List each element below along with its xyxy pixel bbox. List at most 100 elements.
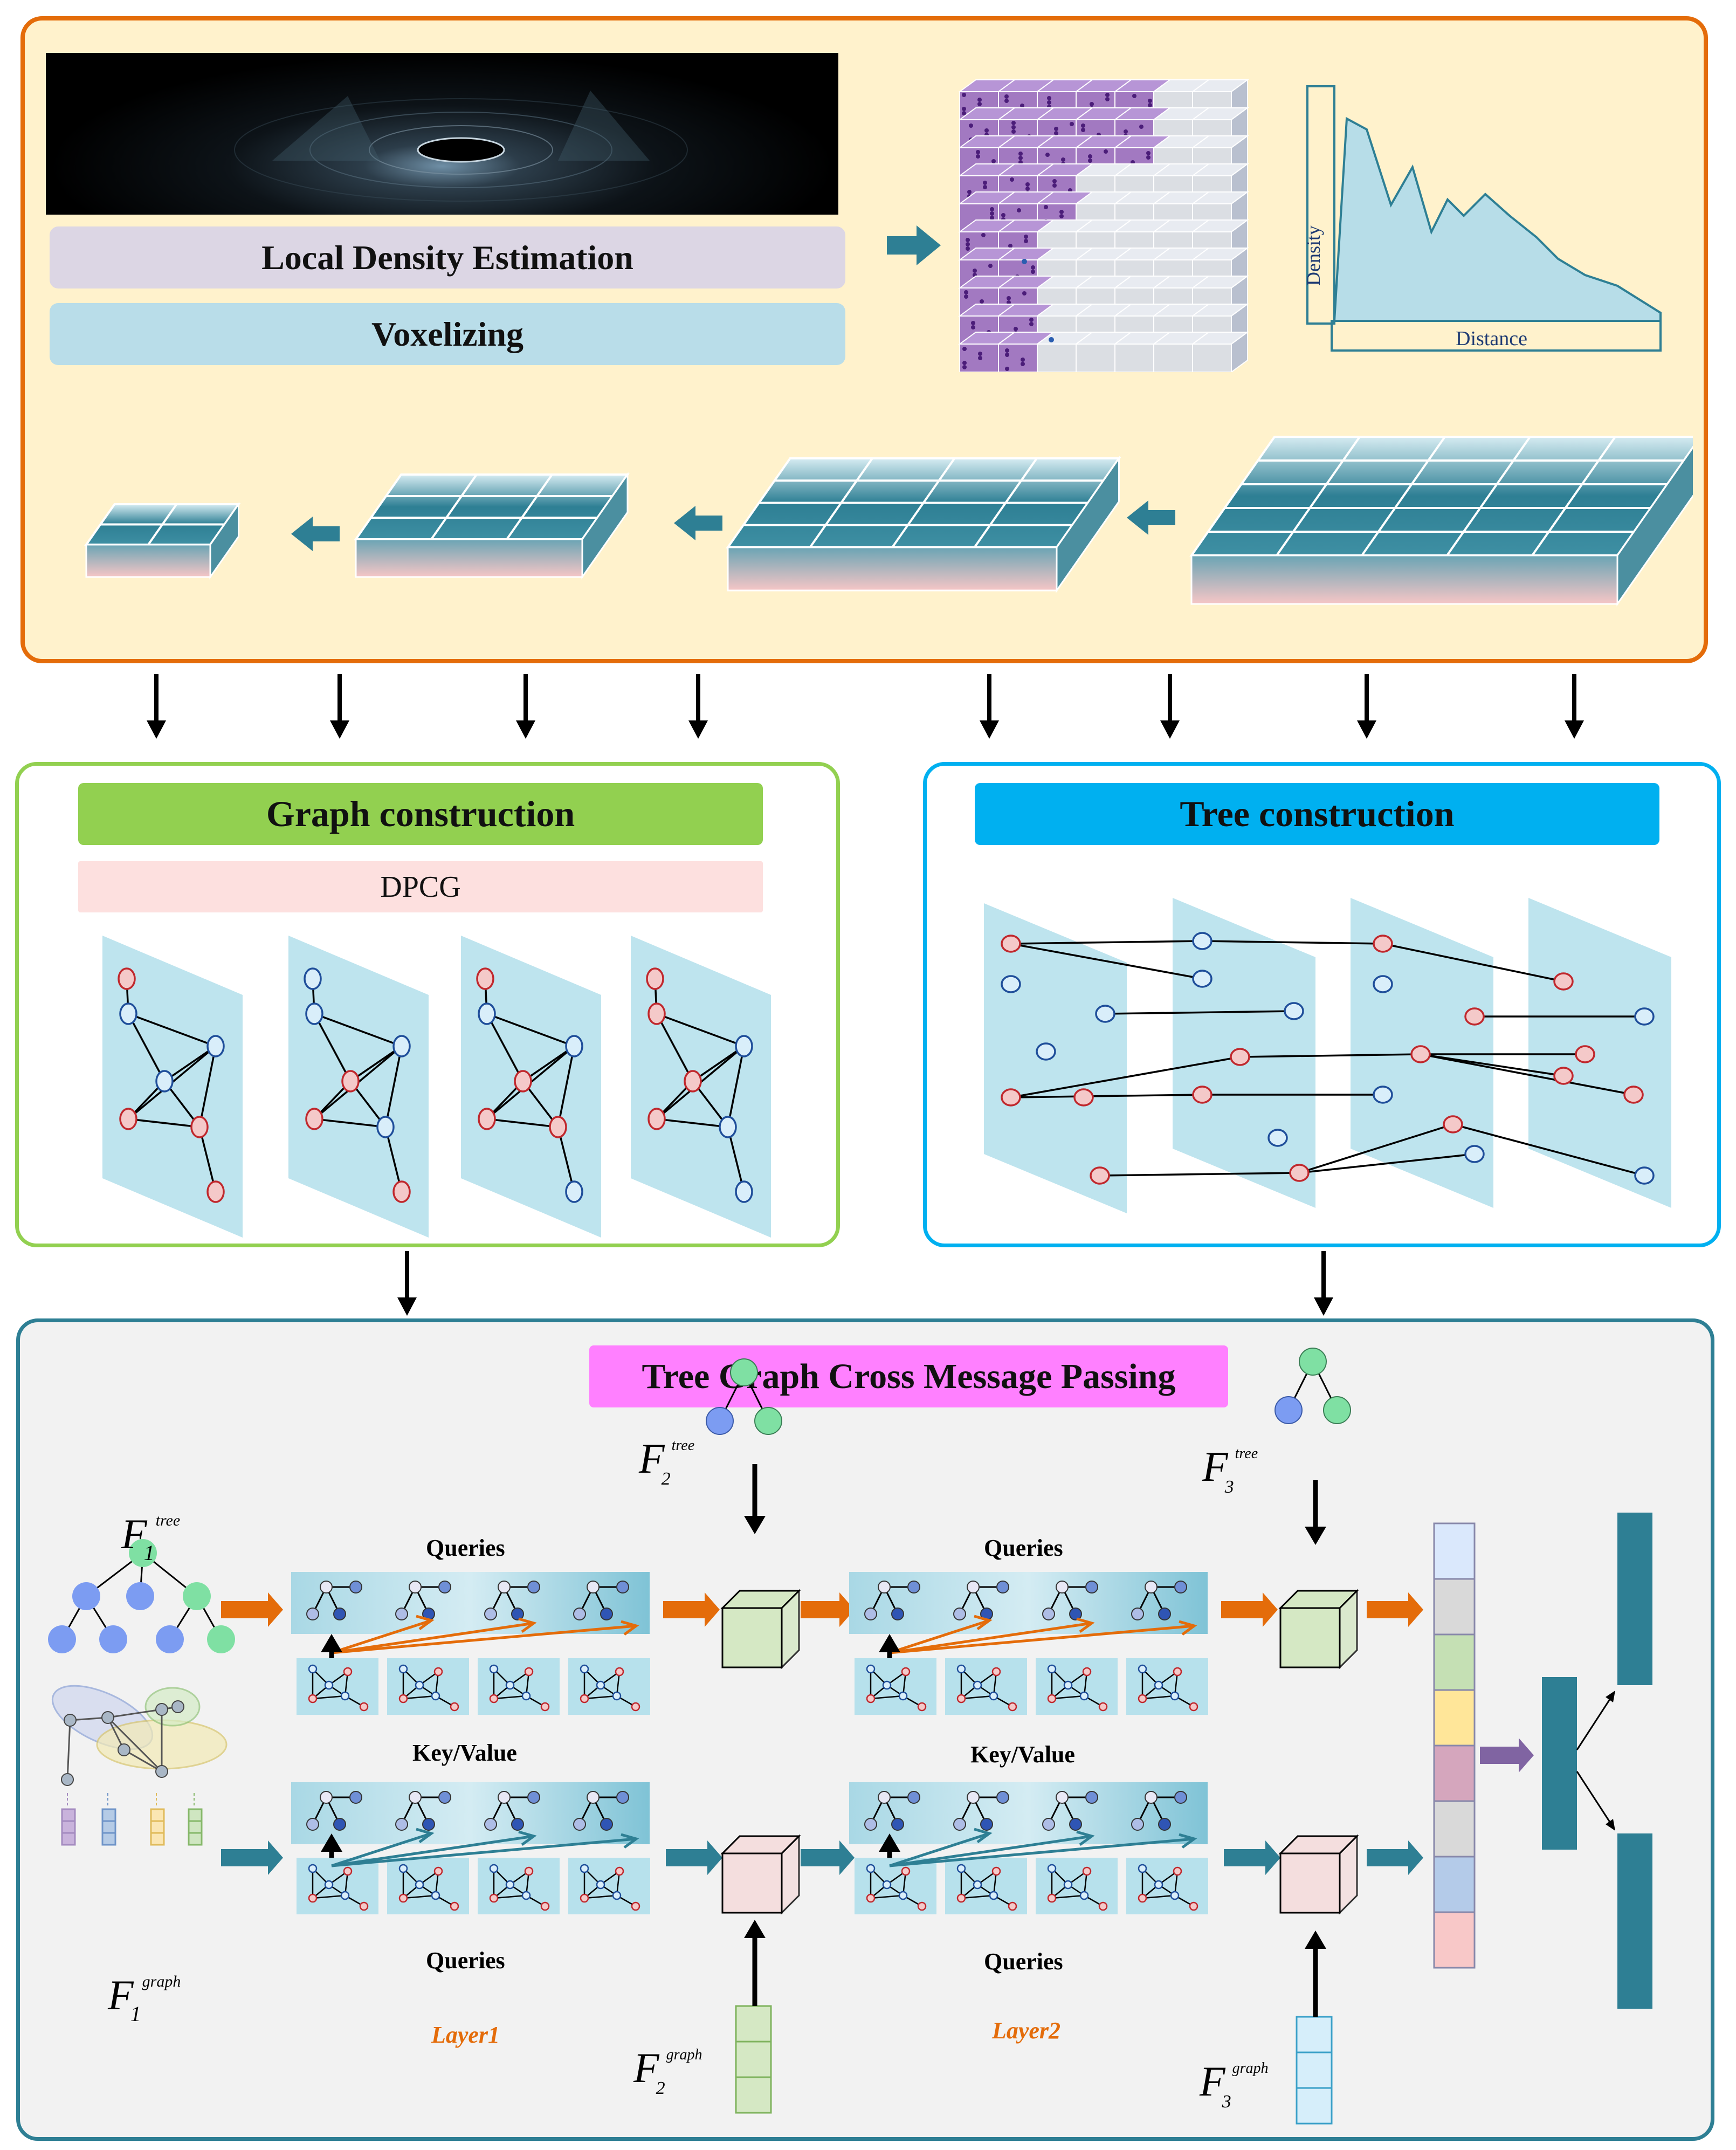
graph-node [1063, 1880, 1073, 1890]
node-red [206, 1180, 225, 1203]
graph-node [521, 1691, 531, 1701]
tree-node [99, 1625, 127, 1653]
tree-node [891, 1608, 904, 1620]
graph-feature-stack [735, 2005, 772, 2043]
node-red [549, 1116, 567, 1138]
queries-label-1: Queries [426, 1535, 505, 1561]
tree-node [156, 1625, 184, 1653]
graph-node [956, 1694, 966, 1703]
tree-node [72, 1582, 100, 1610]
tree-arrow [801, 1592, 855, 1627]
graph-node [991, 1866, 1001, 1876]
graph-node [343, 1866, 353, 1876]
tree-node [1174, 1581, 1187, 1593]
tree-node [1145, 1581, 1158, 1593]
node-red [1623, 1086, 1644, 1104]
graph-node [1082, 1667, 1092, 1677]
graph-node [866, 1893, 876, 1903]
dpcg-label: DPCG [78, 861, 763, 912]
node-red [1443, 1115, 1463, 1134]
layer2-label: Layer2 [992, 2017, 1061, 2044]
feature-vector [61, 1832, 76, 1846]
tree-node [349, 1581, 362, 1593]
tree-node [996, 1581, 1009, 1593]
voxel-slab-4 [1189, 436, 1693, 607]
node-red [476, 967, 494, 990]
concat-feature-cell [1433, 1522, 1476, 1580]
node-blue [735, 1180, 753, 1203]
feature-vector [150, 1820, 165, 1834]
graph-node [450, 1702, 459, 1712]
node-red [119, 1108, 137, 1130]
cross-message-passing-panel [16, 1318, 1714, 2141]
cross-message-passing-title: Tree Graph Cross Message Passing [589, 1345, 1228, 1407]
tree-node [48, 1625, 76, 1653]
node-blue [1095, 1005, 1115, 1023]
graph-node [989, 1691, 998, 1701]
node-blue [155, 1070, 174, 1093]
tree-node [600, 1608, 613, 1620]
tree-node [616, 1581, 629, 1593]
tree-node [1085, 1791, 1098, 1804]
voxel-pyramid [84, 436, 1693, 607]
graph-node [101, 1711, 114, 1724]
graph-node [308, 1893, 318, 1903]
tree-node [129, 1539, 157, 1567]
tree-node [484, 1818, 497, 1831]
tree-node [1056, 1791, 1069, 1804]
f2-tree-symbol: F2tree [639, 1435, 695, 1489]
node-blue [1192, 932, 1213, 950]
branch-arrow [1576, 1771, 1613, 1826]
graph-node [956, 1664, 966, 1674]
graph-node [596, 1880, 605, 1890]
graph-node [1170, 1691, 1180, 1701]
graph-node [1189, 1702, 1198, 1712]
graph-node [415, 1680, 424, 1690]
graph-node [324, 1880, 334, 1890]
graph-node [1173, 1667, 1182, 1677]
node-red [1553, 972, 1574, 991]
tree-node [573, 1608, 586, 1620]
graph-node [505, 1680, 515, 1690]
tree-node [587, 1791, 600, 1804]
graph-arrow [1367, 1840, 1423, 1875]
graph-node [398, 1664, 408, 1674]
node-red [118, 967, 136, 990]
feature-vector [101, 1808, 116, 1822]
node-red [1230, 1048, 1250, 1066]
node-red [1289, 1164, 1310, 1182]
tree-node [438, 1791, 451, 1804]
tree-node [511, 1608, 524, 1620]
down-arrows-row [147, 674, 1584, 739]
node-blue [305, 1002, 323, 1025]
queries-label-2: Queries [984, 1535, 1063, 1561]
graph-node [398, 1864, 408, 1873]
node-blue [1267, 1129, 1288, 1147]
graph-node [615, 1667, 624, 1677]
tree-node [333, 1818, 346, 1831]
tree-node [878, 1791, 891, 1804]
graph-node [901, 1667, 911, 1677]
tree-node [996, 1791, 1009, 1804]
graph-node [155, 1765, 168, 1778]
node-blue [1634, 1166, 1655, 1185]
tree-node [126, 1582, 154, 1610]
tree-node [349, 1791, 362, 1804]
graph-node [1098, 1702, 1108, 1712]
attention-arrow [331, 1832, 432, 1867]
graph-node [973, 1880, 982, 1890]
tree-node [409, 1791, 422, 1804]
node-blue [565, 1180, 583, 1203]
graph-node [1138, 1893, 1147, 1903]
tree-node [754, 1407, 782, 1435]
graph-node [1079, 1891, 1089, 1900]
f3-graph-symbol: F3graph [1200, 2058, 1269, 2112]
arrow-right-icon [887, 225, 941, 265]
node-blue [1001, 975, 1021, 993]
message-passing-diagram [48, 1348, 1652, 2125]
tree-node [527, 1581, 540, 1593]
graph-node [540, 1901, 550, 1911]
graph-plane [102, 936, 243, 1238]
tree-node [438, 1581, 451, 1593]
f1-graph-symbol: F1graph [108, 1972, 181, 2026]
